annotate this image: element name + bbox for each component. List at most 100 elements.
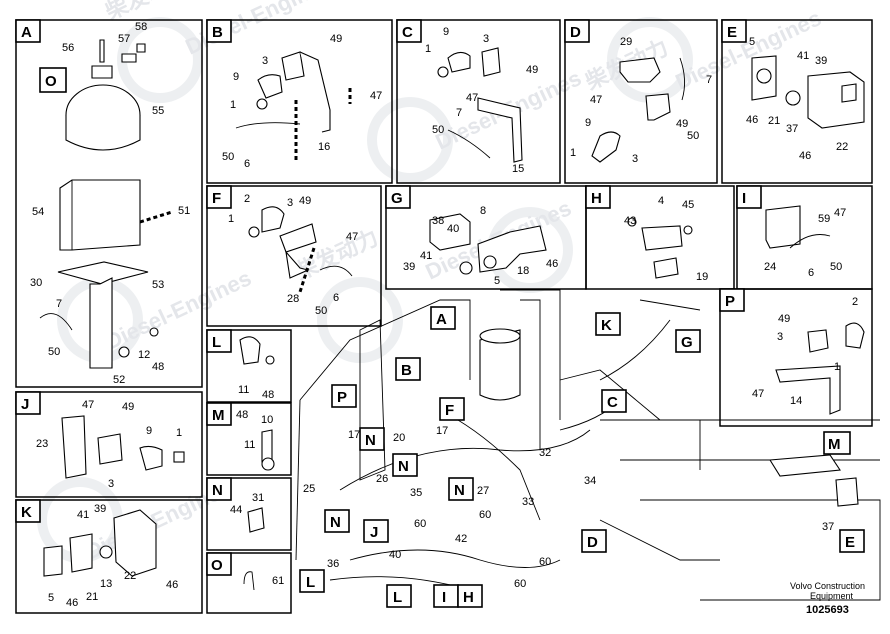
part-number: 19 xyxy=(696,271,708,283)
part-number: 40 xyxy=(389,549,401,561)
panel-label: N xyxy=(212,482,223,499)
part-number: 4 xyxy=(658,195,664,207)
part-number: 50 xyxy=(687,130,699,142)
panel-label: G xyxy=(391,190,403,207)
part-number: 1 xyxy=(228,213,234,225)
part-number: 15 xyxy=(512,163,524,175)
machine-overview: A K G B P F C N N N N J D L xyxy=(295,289,881,608)
overview-callout: E xyxy=(845,534,855,551)
panel-label: F xyxy=(212,190,221,207)
part-number: 34 xyxy=(584,475,596,487)
part-number: 39 xyxy=(94,503,106,515)
part-number: 22 xyxy=(124,570,136,582)
panel-label: H xyxy=(591,190,602,207)
part-numbers: 11 48 xyxy=(238,384,274,401)
panel-l: L 11 48 xyxy=(206,329,292,403)
overview-callout: A xyxy=(436,311,447,328)
part-number: 33 xyxy=(522,496,534,508)
part-number: 18 xyxy=(517,265,529,277)
panel-label: M xyxy=(212,407,225,424)
part-number: 5 xyxy=(48,592,54,604)
panel-c: C 9 3 1 49 7 47 50 15 xyxy=(396,19,561,184)
part-number: 37 xyxy=(786,123,798,135)
part-number: 46 xyxy=(799,150,811,162)
panel-i: I 59 47 24 6 50 xyxy=(736,185,873,290)
part-number: 40 xyxy=(447,223,459,235)
part-number: 3 xyxy=(483,33,489,45)
part-number: 20 xyxy=(393,432,405,444)
panel-label: C xyxy=(402,24,413,41)
part-number: 16 xyxy=(318,141,330,153)
panel-o: O 61 xyxy=(206,552,292,614)
part-number: 50 xyxy=(315,305,327,317)
part-number: 9 xyxy=(233,71,239,83)
part-number: 11 xyxy=(238,384,249,396)
part-number: 29 xyxy=(620,36,632,48)
part-number: 11 xyxy=(244,439,255,451)
overview-callout: L xyxy=(393,589,402,606)
part-number: 53 xyxy=(152,279,164,291)
part-number: 21 xyxy=(768,115,780,127)
part-number: 5 xyxy=(749,36,755,48)
part-numbers: 49 3 9 47 1 16 50 6 xyxy=(222,33,382,170)
part-number: 3 xyxy=(108,478,114,490)
overview-callout: C xyxy=(607,394,618,411)
overview-callout: N xyxy=(398,458,409,475)
panel-label: E xyxy=(727,24,737,41)
part-numbers: 2 49 3 1 47 14 xyxy=(752,296,858,407)
panel-h: H 43 4 45 19 xyxy=(585,185,735,290)
overview-numbers: 17 20 17 25 26 35 27 32 34 33 60 60 42 6… xyxy=(303,425,834,590)
part-number: 59 xyxy=(818,213,830,225)
panel-label: P xyxy=(725,293,735,310)
part-number: 14 xyxy=(790,395,802,407)
overview-callout: B xyxy=(401,362,412,379)
footer: Volvo Construction Equipment 1025693 xyxy=(790,581,865,616)
part-number: 58 xyxy=(135,21,147,33)
part-number: 28 xyxy=(287,293,299,305)
part-number: 51 xyxy=(178,205,190,217)
panel-b: B 49 3 9 47 1 16 50 6 xyxy=(206,19,393,184)
part-number: 17 xyxy=(436,425,448,437)
part-number: 48 xyxy=(236,409,248,421)
panel-label: L xyxy=(212,334,221,351)
part-number: 42 xyxy=(455,533,467,545)
part-number: 49 xyxy=(526,64,538,76)
part-number: 3 xyxy=(262,55,268,67)
part-number: 7 xyxy=(56,298,62,310)
part-number: 47 xyxy=(834,207,846,219)
part-numbers: 47 49 9 1 23 3 xyxy=(36,399,182,490)
part-number: 13 xyxy=(100,578,112,590)
part-number: 1 xyxy=(570,147,576,159)
part-number: 41 xyxy=(797,50,809,62)
part-number: 46 xyxy=(746,114,758,126)
part-numbers: 9 3 1 49 7 47 50 15 xyxy=(425,26,538,175)
part-number: 9 xyxy=(585,117,591,129)
part-number: 43 xyxy=(624,215,636,227)
part-number: 61 xyxy=(272,575,284,587)
part-number: 50 xyxy=(830,261,842,273)
part-number: 2 xyxy=(852,296,858,308)
panel-label: O xyxy=(211,557,223,574)
part-number: 3 xyxy=(287,197,293,209)
part-number: 31 xyxy=(252,492,264,504)
panel-j: J 47 49 9 1 23 3 xyxy=(15,391,203,498)
panel-f: F 2 49 3 1 47 28 6 50 xyxy=(206,185,382,327)
part-number: 50 xyxy=(48,346,60,358)
watermark-text: Diesel-Engines xyxy=(182,0,336,60)
part-numbers: 43 4 45 19 xyxy=(624,195,708,283)
panel-g: G 38 40 8 41 39 5 18 46 xyxy=(385,185,587,290)
part-number: 60 xyxy=(479,509,491,521)
overview-callout: J xyxy=(370,524,378,541)
part-number: 21 xyxy=(86,591,98,603)
panel-p: P 2 49 3 1 47 14 xyxy=(719,288,873,427)
part-number: 6 xyxy=(808,267,814,279)
panel-label: B xyxy=(212,24,223,41)
part-number: 50 xyxy=(432,124,444,136)
part-number: 47 xyxy=(466,92,478,104)
overview-callout: N xyxy=(365,432,376,449)
part-numbers: 5 41 39 46 21 37 22 46 xyxy=(746,36,848,162)
part-number: 36 xyxy=(327,558,339,570)
radiator-grille xyxy=(769,454,859,507)
part-number: 47 xyxy=(752,388,764,400)
overview-callout: P xyxy=(337,389,347,406)
